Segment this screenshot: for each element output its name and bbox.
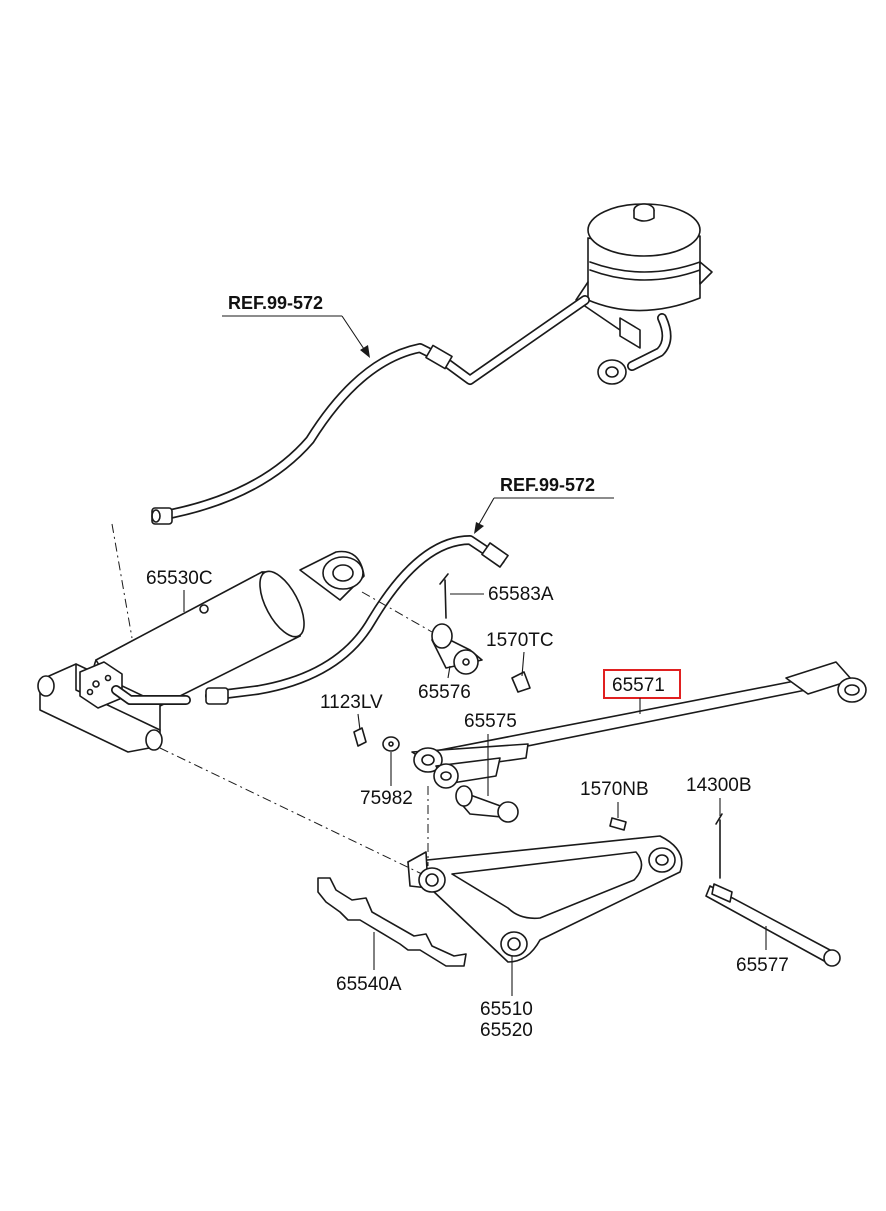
centerline-c [361, 591, 433, 633]
hydraulic-cylinder [37, 550, 365, 753]
part-label-1123LV[interactable]: 1123LV [320, 692, 383, 713]
part-label-65510[interactable]: 65510 [480, 999, 533, 1020]
bracket-65510 [407, 835, 683, 963]
ref-arrow-upper [360, 345, 370, 358]
centerline-b [159, 747, 423, 875]
leader-65576 [447, 665, 451, 679]
ref-leader-lower [477, 497, 495, 527]
pin-65576 [431, 573, 531, 693]
rod-65571 [411, 661, 867, 789]
part-label-1570TC[interactable]: 1570TC [486, 630, 554, 651]
fluid-reservoir [575, 203, 713, 385]
leader-1570TC [521, 651, 525, 677]
part-label-1570NB[interactable]: 1570NB [580, 779, 649, 800]
part-label-14300B[interactable]: 14300B [686, 775, 752, 796]
bolt-1570NB [609, 817, 627, 831]
part-label-65520[interactable]: 65520 [480, 1020, 533, 1041]
ref-arrow-lower [474, 522, 484, 534]
part-label-65540A[interactable]: 65540A [336, 974, 402, 995]
bolt-and-washer [353, 727, 400, 752]
leader-1123LV [357, 713, 361, 731]
upper-hose [151, 295, 590, 525]
bushing-65575 [455, 785, 519, 823]
ref-leader-upper [341, 315, 367, 353]
plate-65540A [317, 877, 467, 967]
part-label-65571[interactable]: 65571 [612, 675, 665, 696]
pin-65577 [705, 813, 841, 967]
part-label-65583A[interactable]: 65583A [488, 584, 554, 605]
part-label-75982[interactable]: 75982 [360, 788, 413, 809]
part-label-65577[interactable]: 65577 [736, 955, 789, 976]
centerline-a [111, 523, 133, 639]
ref-label-upper[interactable]: REF.99-572 [228, 293, 323, 313]
part-label-65576[interactable]: 65576 [418, 682, 471, 703]
part-label-65575[interactable]: 65575 [464, 711, 517, 732]
highlight-box-65571 [603, 669, 681, 699]
ref-label-lower[interactable]: REF.99-572 [500, 475, 595, 495]
part-label-65530C[interactable]: 65530C [146, 568, 213, 589]
lower-hose [205, 535, 509, 705]
